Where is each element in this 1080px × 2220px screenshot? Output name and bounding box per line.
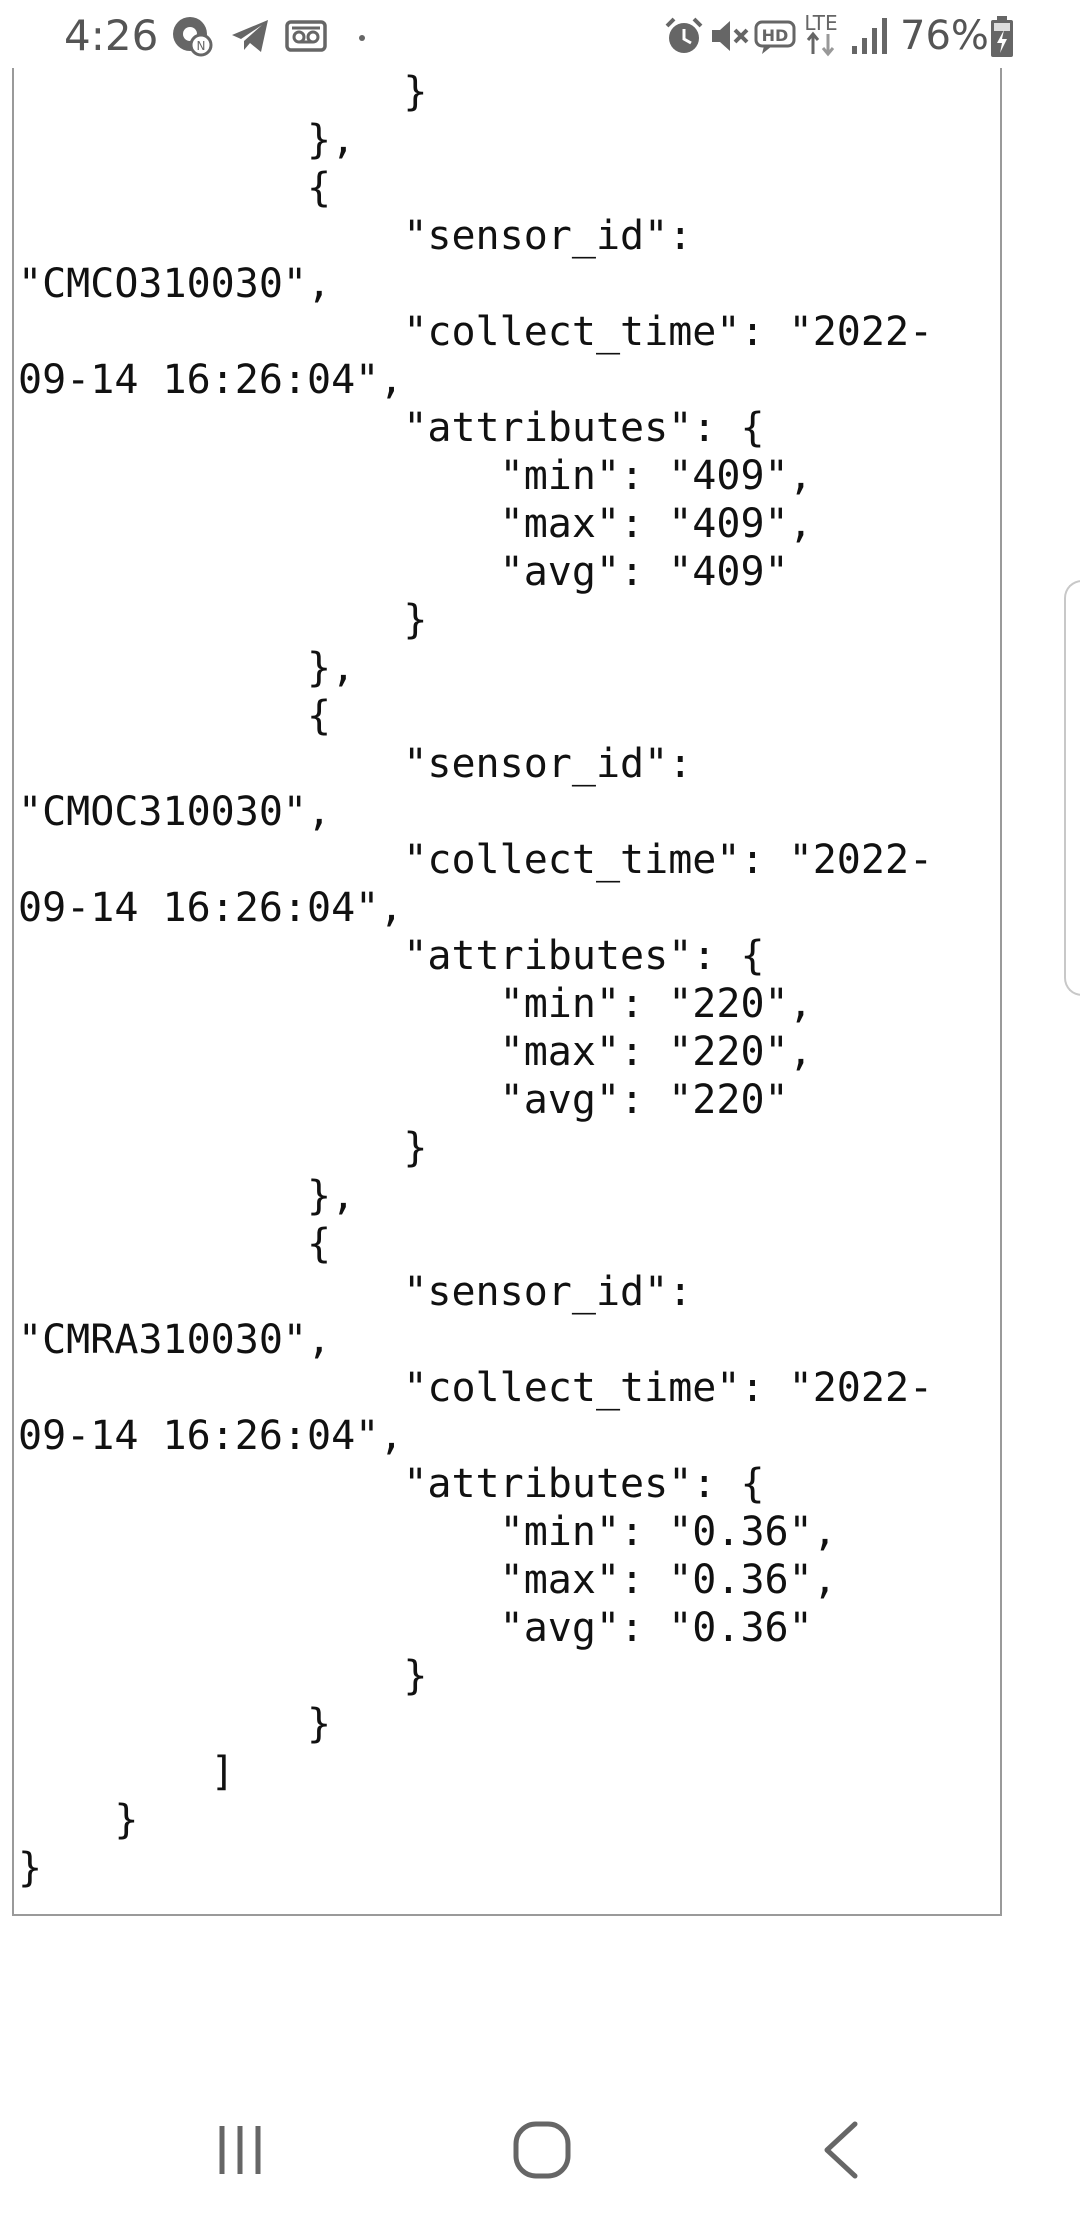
dot-icon: [356, 14, 368, 58]
code-line: }: [18, 69, 428, 115]
svg-text:N: N: [197, 39, 206, 53]
code-line: "attributes": {: [18, 933, 765, 979]
code-line: },: [18, 1173, 356, 1219]
code-line: }: [18, 1845, 43, 1891]
home-button[interactable]: [487, 2100, 597, 2200]
home-icon: [513, 2121, 571, 2179]
code-line: }: [18, 597, 428, 643]
code-line: "sensor_id":: [18, 1269, 693, 1315]
code-line: "avg": "220": [18, 1077, 789, 1123]
code-line: 09-14 16:26:04",: [18, 885, 404, 931]
alarm-icon: [662, 14, 706, 58]
code-line: "max": "220",: [18, 1029, 813, 1075]
code-line: "max": "409",: [18, 501, 813, 547]
code-line: "collect_time": "2022-: [18, 837, 934, 883]
back-button[interactable]: [785, 2100, 895, 2200]
code-line: "min": "0.36",: [18, 1509, 837, 1555]
signal-icon: [850, 14, 890, 58]
code-line: }: [18, 1125, 428, 1171]
code-line: "CMRA310030",: [18, 1317, 332, 1363]
code-line: "min": "220",: [18, 981, 813, 1027]
code-line: {: [18, 693, 332, 739]
edge-panel-handle[interactable]: [1064, 580, 1080, 996]
status-time: 4:26: [64, 11, 159, 60]
code-line: "CMCO310030",: [18, 261, 332, 307]
code-line: "CMOC310030",: [18, 789, 332, 835]
code-line: {: [18, 165, 332, 211]
svg-text:LTE: LTE: [804, 11, 837, 35]
voicemail-icon: [284, 14, 328, 58]
recent-apps-icon: [219, 2126, 261, 2174]
code-line: }: [18, 1653, 428, 1699]
code-line: "avg": "0.36": [18, 1605, 813, 1651]
code-line: "attributes": {: [18, 405, 765, 451]
code-line: "collect_time": "2022-: [18, 309, 934, 355]
recent-apps-button[interactable]: [185, 2100, 295, 2200]
mute-icon: [708, 14, 752, 58]
hd-voice-icon: HD: [754, 14, 798, 58]
code-line: "avg": "409": [18, 549, 789, 595]
code-line: {: [18, 1221, 332, 1267]
code-line: "min": "409",: [18, 453, 813, 499]
code-line: },: [18, 117, 356, 163]
lte-icon: LTE: [796, 10, 846, 57]
code-line: "collect_time": "2022-: [18, 1365, 934, 1411]
code-line: "sensor_id":: [18, 741, 693, 787]
code-line: "max": "0.36",: [18, 1557, 837, 1603]
telegram-icon: [228, 14, 272, 58]
battery-percent: 76%: [900, 13, 989, 59]
status-bar: 4:26 N: [0, 0, 1080, 72]
pokemon-go-icon: N: [170, 14, 214, 58]
code-line: 09-14 16:26:04",: [18, 1413, 404, 1459]
navigation-bar: [0, 2080, 1080, 2220]
json-viewer[interactable]: } }, { "sensor_id": "CMCO310030", "colle…: [12, 68, 1002, 1916]
code-line: "attributes": {: [18, 1461, 765, 1507]
code-line: }: [18, 1701, 332, 1747]
battery-charging-icon: [990, 16, 1014, 60]
code-line: ]: [18, 1749, 235, 1795]
code-line: "sensor_id":: [18, 213, 693, 259]
code-line: }: [18, 1797, 139, 1843]
back-icon: [824, 2121, 858, 2179]
svg-text:HD: HD: [762, 26, 789, 45]
json-text: } }, { "sensor_id": "CMCO310030", "colle…: [18, 68, 933, 1892]
code-line: },: [18, 645, 356, 691]
code-line: 09-14 16:26:04",: [18, 357, 404, 403]
